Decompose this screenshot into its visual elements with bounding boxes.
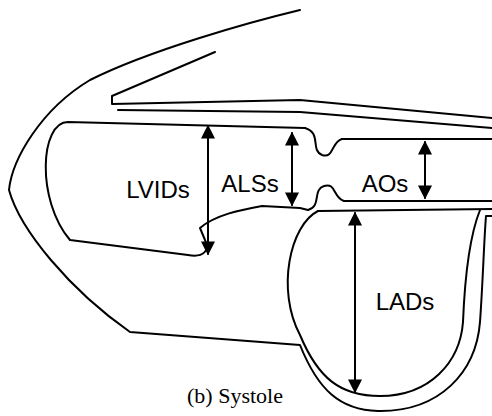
dimension-arrow xyxy=(354,213,356,392)
dimension-arrow xyxy=(207,126,209,254)
dimension-arrow xyxy=(424,142,426,198)
dimension-arrow xyxy=(291,133,293,205)
dimension-label: ALSs xyxy=(221,172,278,196)
left-atrium xyxy=(288,210,480,396)
figure-caption: (b) Systole xyxy=(187,385,283,407)
heart-outline xyxy=(9,10,492,411)
aorta-wall xyxy=(318,209,492,211)
aortic-valve xyxy=(308,185,344,210)
lv-cavity xyxy=(46,122,308,256)
aorta-wall xyxy=(344,200,492,202)
aortic-valve xyxy=(305,128,342,156)
rv-wall xyxy=(112,52,492,118)
aorta-wall xyxy=(342,138,492,140)
dimension-label: LADs xyxy=(376,290,435,314)
dimension-label: AOs xyxy=(362,172,409,196)
dimension-label: LVIDs xyxy=(126,178,190,202)
